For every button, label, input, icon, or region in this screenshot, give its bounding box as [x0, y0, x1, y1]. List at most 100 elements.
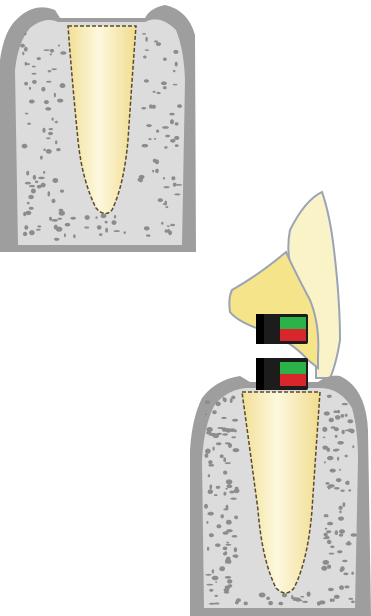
- bone-pore: [58, 45, 60, 47]
- bone-pore: [209, 603, 216, 605]
- bone-pore: [300, 596, 304, 598]
- bone-pore: [225, 462, 231, 464]
- bone-pore: [153, 91, 156, 93]
- bone-pore: [162, 126, 169, 129]
- bone-pore: [54, 225, 58, 230]
- bone-pore: [149, 104, 153, 108]
- bone-pore: [210, 484, 213, 489]
- bone-pore: [231, 396, 235, 400]
- bone-pore: [163, 86, 167, 89]
- bone-pore: [32, 80, 37, 84]
- bone-pore: [157, 92, 161, 94]
- bone-pore: [329, 553, 335, 555]
- bone-pore: [324, 461, 326, 463]
- bone-pore: [337, 410, 340, 413]
- bone-pore: [339, 529, 345, 534]
- bone-pore: [336, 478, 342, 482]
- bone-pore: [163, 177, 165, 180]
- bone-pore: [212, 569, 214, 573]
- bone-pore: [52, 118, 54, 121]
- bone-pore: [44, 100, 49, 104]
- bone-pore: [146, 124, 152, 127]
- bone-pore: [25, 113, 29, 115]
- bone-pore: [166, 206, 169, 208]
- bone-pore: [348, 489, 351, 491]
- bone-pore: [140, 179, 143, 182]
- bone-pore: [337, 457, 339, 461]
- bone-pore: [50, 49, 54, 53]
- bone-pore: [29, 87, 31, 90]
- bone-pore: [154, 138, 156, 140]
- bone-pore: [64, 233, 66, 237]
- bone-pore: [41, 183, 46, 188]
- bone-pore: [324, 533, 328, 537]
- bone-pore: [48, 191, 51, 196]
- bone-pore: [338, 517, 344, 521]
- bone-pore: [112, 220, 117, 225]
- bone-pore: [209, 589, 213, 592]
- bone-pore: [25, 211, 31, 215]
- bone-pore: [32, 73, 37, 75]
- bone-pore: [330, 485, 333, 488]
- bone-pore: [25, 63, 31, 65]
- bone-pore: [220, 454, 224, 458]
- bone-pore: [20, 44, 25, 48]
- bone-pore: [223, 547, 228, 551]
- bone-pore: [208, 489, 213, 494]
- bone-pore: [60, 51, 66, 55]
- bone-pore: [217, 427, 224, 429]
- connector-upper: [256, 314, 308, 344]
- bone-pore: [227, 485, 233, 489]
- bone-pore: [232, 554, 238, 557]
- bone-pore: [207, 547, 209, 551]
- bone-pore: [51, 219, 58, 222]
- bone-pore: [36, 229, 41, 231]
- bone-pore: [327, 540, 332, 544]
- bone-pore: [29, 207, 34, 210]
- bone-pore: [219, 568, 223, 571]
- bone-pore: [174, 136, 179, 140]
- bone-pore: [152, 170, 154, 173]
- bone-pore: [340, 568, 343, 572]
- bone-pore: [214, 494, 218, 496]
- bone-pore: [223, 492, 226, 496]
- bone-pore: [95, 216, 97, 219]
- bone-pore: [325, 528, 328, 530]
- bone-pore: [84, 227, 89, 229]
- bone-pore: [234, 516, 238, 520]
- bone-pore: [85, 215, 90, 220]
- bone-pore: [206, 521, 208, 524]
- bone-pore: [232, 419, 238, 422]
- bone-pore: [175, 62, 178, 67]
- bone-pore: [59, 211, 65, 216]
- bone-pore: [324, 411, 330, 415]
- bone-pore: [173, 84, 178, 86]
- bone-pore: [339, 534, 343, 537]
- bone-pore: [167, 225, 170, 227]
- bone-pore: [215, 595, 218, 597]
- bone-pore: [351, 572, 354, 575]
- bone-pore: [232, 535, 238, 538]
- bone-pore: [206, 584, 213, 586]
- bone-pore: [35, 181, 38, 184]
- bone-pore: [216, 402, 221, 407]
- bone-pore: [327, 522, 333, 526]
- bone-pore: [323, 560, 330, 565]
- bone-pore: [223, 397, 225, 401]
- bone-pore: [322, 427, 327, 432]
- bone-pore: [29, 185, 35, 187]
- bone-pore: [27, 123, 31, 125]
- bone-pore: [223, 552, 227, 555]
- bone-pore: [226, 544, 232, 546]
- bone-pore: [58, 218, 63, 220]
- prepared-root-illustration: [0, 0, 200, 255]
- bone-pore: [29, 230, 35, 235]
- bone-pore: [345, 414, 348, 417]
- bone-pore: [57, 99, 63, 103]
- bone-pore: [45, 107, 51, 111]
- bone-pore: [321, 566, 327, 571]
- bone-pore: [344, 585, 349, 588]
- bone-pore: [22, 52, 24, 56]
- bone-pore: [225, 488, 227, 490]
- bone-pore: [234, 547, 237, 552]
